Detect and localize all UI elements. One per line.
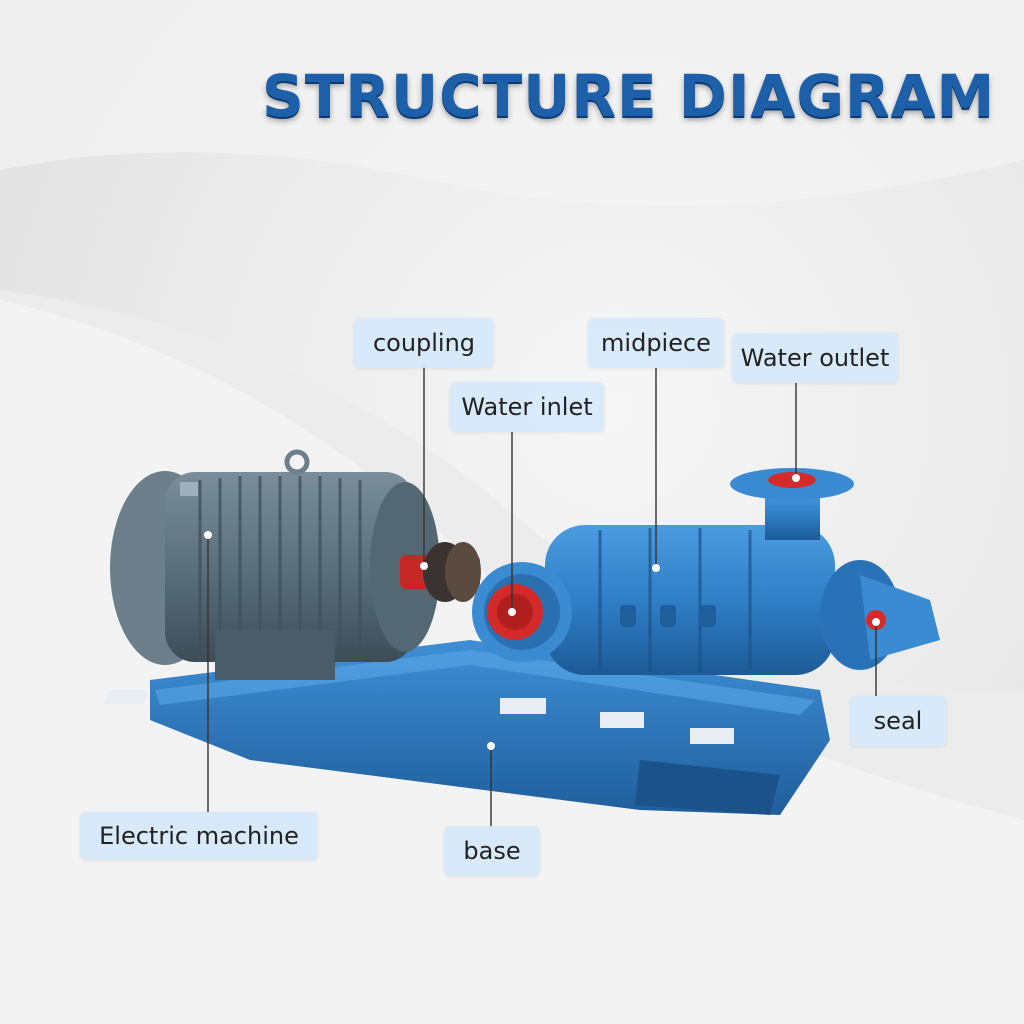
label-seal: seal xyxy=(850,696,946,746)
coupling-part xyxy=(400,542,481,602)
label-coupling: coupling xyxy=(354,318,494,368)
anchor-dots xyxy=(204,474,880,750)
label-midpiece: midpiece xyxy=(588,318,724,368)
label-water-inlet: Water inlet xyxy=(450,382,604,432)
label-water-outlet-text: Water outlet xyxy=(740,344,890,372)
electric-motor xyxy=(110,449,440,680)
label-electric-machine-text: Electric machine xyxy=(99,822,299,850)
label-water-outlet: Water outlet xyxy=(732,333,898,383)
base-frame xyxy=(103,640,830,815)
leader-lines xyxy=(207,366,877,826)
label-electric-machine: Electric machine xyxy=(80,812,318,860)
label-water-inlet-text: Water inlet xyxy=(461,393,593,421)
label-midpiece-text: midpiece xyxy=(601,329,711,357)
pump-body xyxy=(472,468,940,675)
label-base: base xyxy=(444,826,540,876)
label-coupling-text: coupling xyxy=(372,329,476,357)
label-seal-text: seal xyxy=(873,707,923,735)
page-title: STRUCTURE DIAGRAM xyxy=(262,62,996,130)
label-base-text: base xyxy=(463,837,521,865)
